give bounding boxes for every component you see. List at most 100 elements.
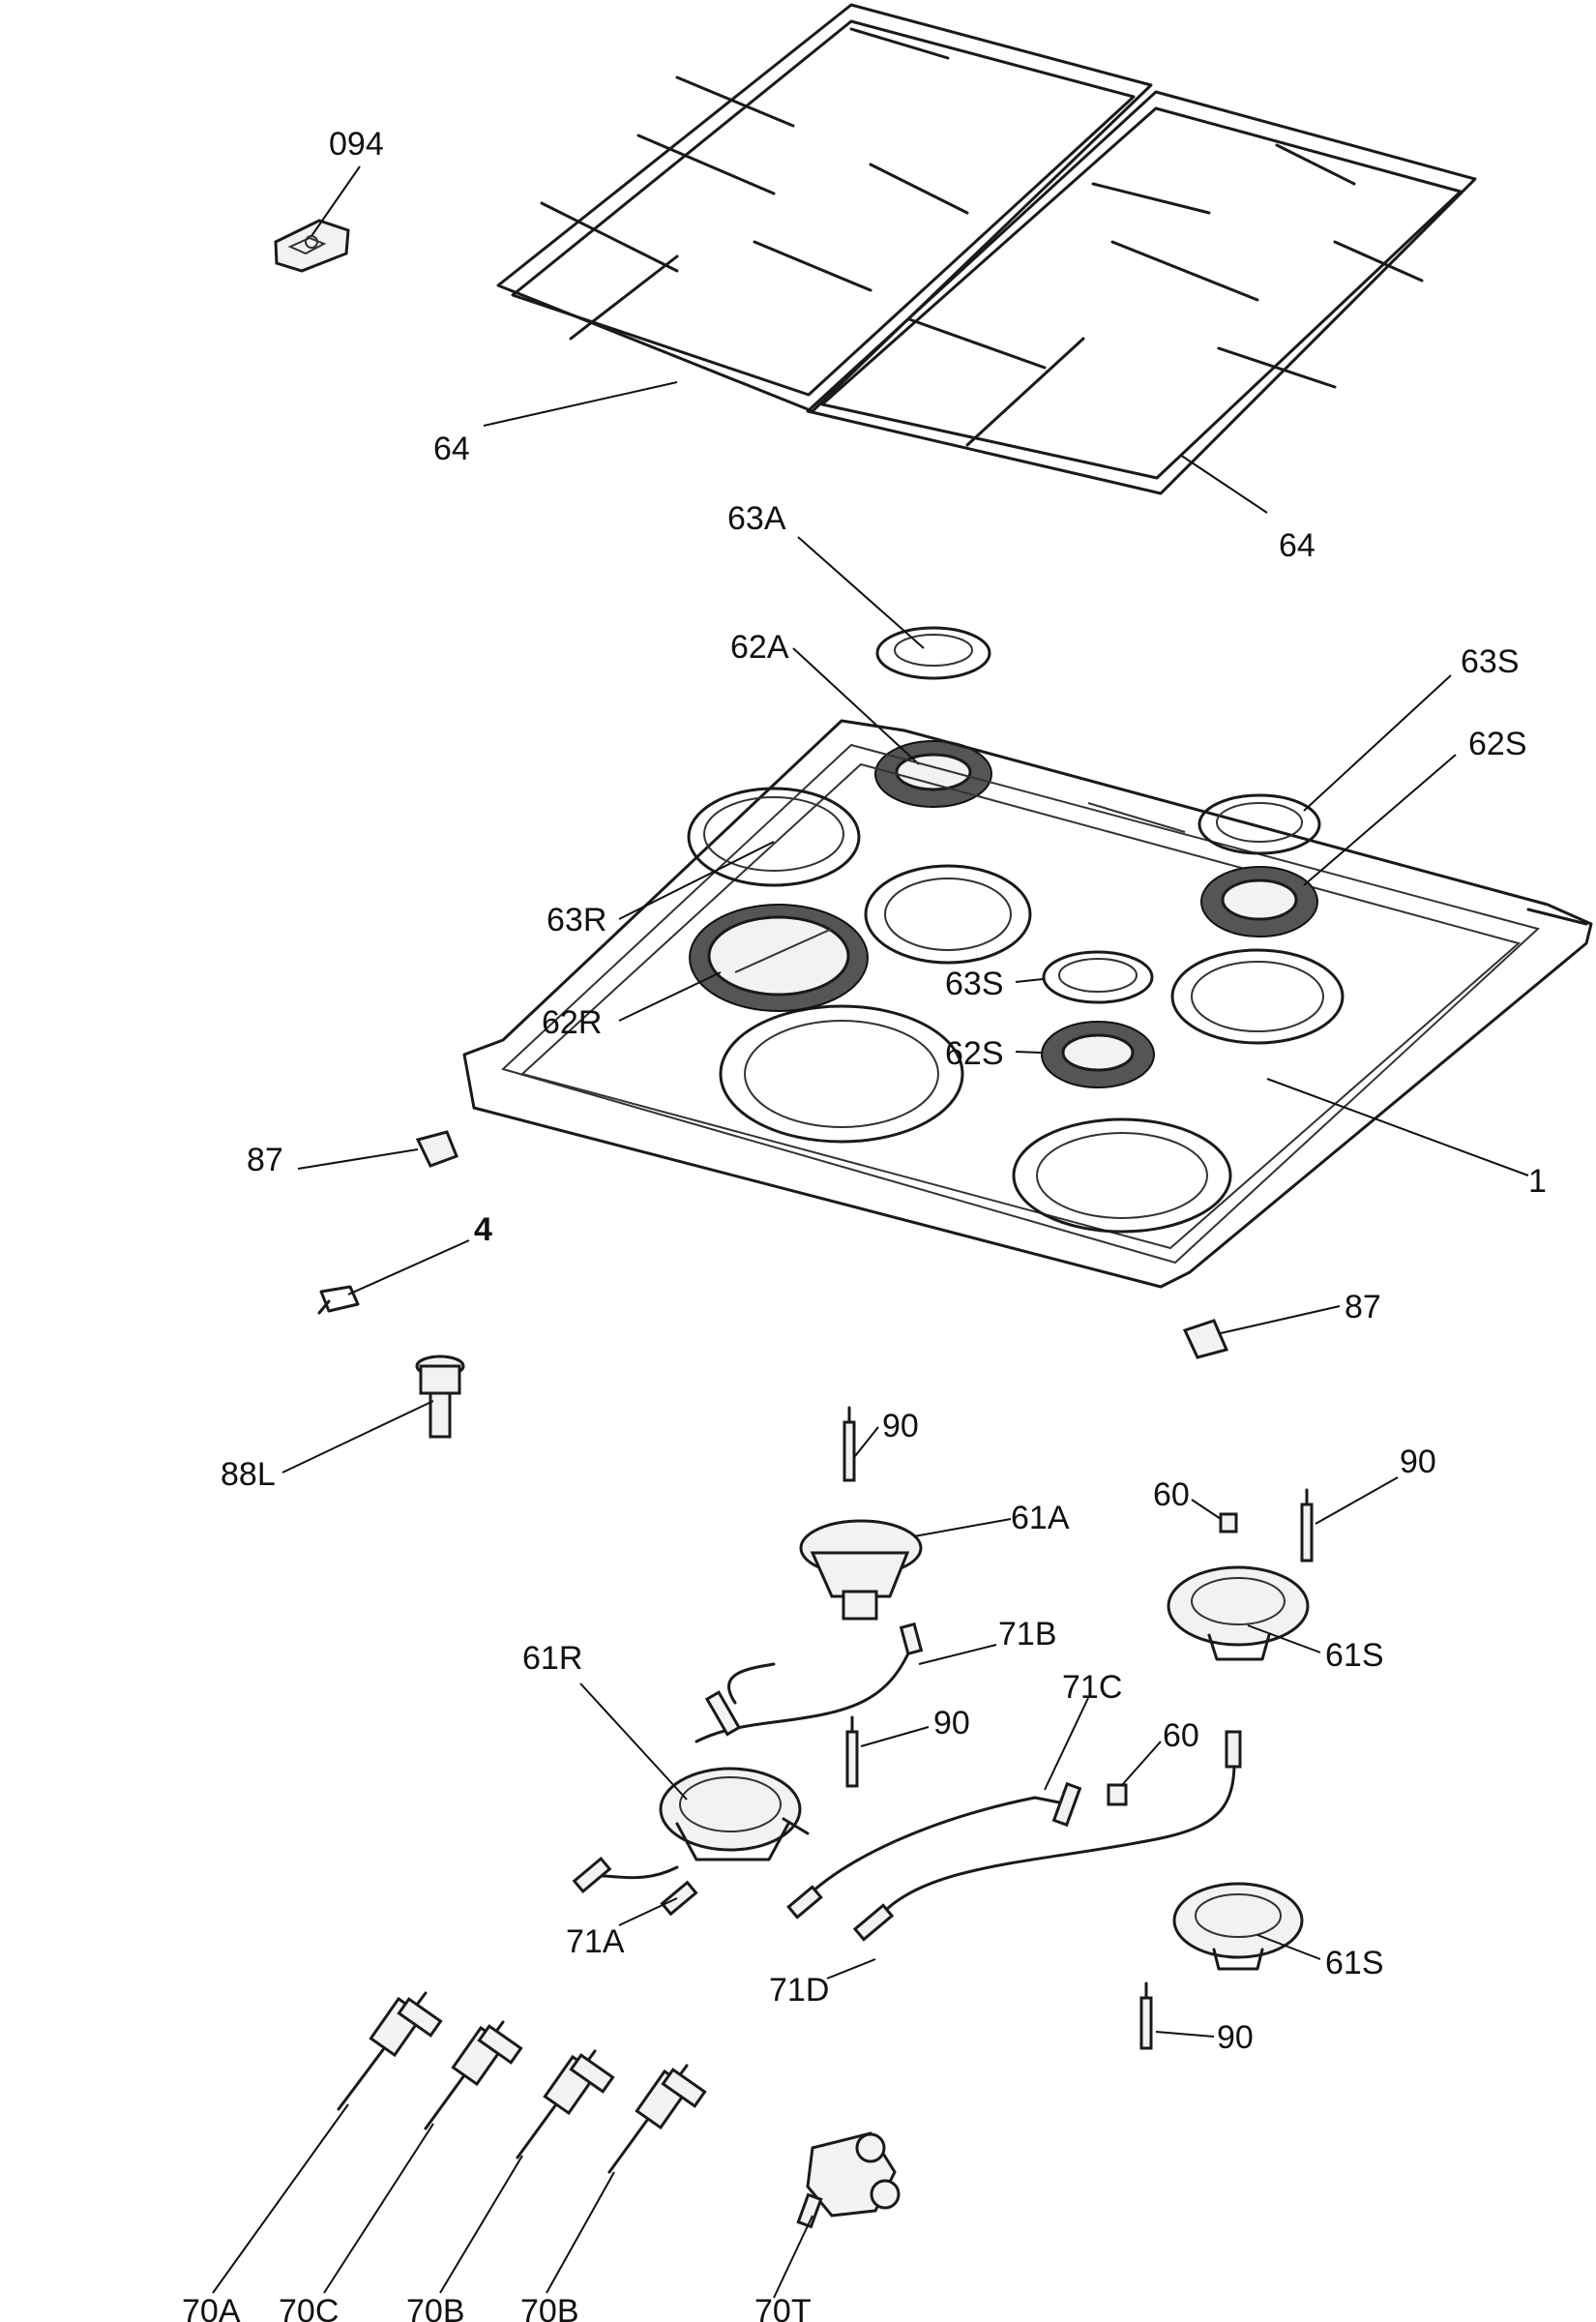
part-71C-gas-pipe[interactable] [786,1781,1082,1920]
part-87-bumper-right[interactable] [1182,1319,1229,1359]
leader-70B-b [546,2171,615,2294]
leader-71D [826,1958,876,1980]
leader-61S-bottom [1256,1934,1321,1960]
label-63A: 63A [727,500,786,537]
part-63A-burner-cap[interactable] [875,626,991,680]
label-63R: 63R [547,902,606,938]
leader-61A [913,1518,1012,1537]
label-87-left: 87 [247,1142,283,1178]
leader-90-d [1155,2031,1215,2038]
part-4-bracket[interactable] [317,1285,360,1315]
part-63S-mid-burner-cap[interactable] [1042,950,1154,1004]
label-62S-top: 62S [1468,726,1527,762]
part-88L-inlet-fitting[interactable] [415,1354,465,1439]
part-62R-burner-head[interactable] [689,904,869,1012]
part-62S-mid-burner-head[interactable] [1041,1021,1155,1088]
label-61S-bottom: 61S [1325,1945,1384,1981]
leader-64-left [483,381,678,427]
leader-70A [212,2103,349,2294]
part-71D-gas-pipe[interactable] [852,1730,1242,1942]
leader-90-a [854,1426,879,1457]
leader-71A [618,1897,678,1926]
label-90-c: 90 [933,1705,970,1742]
label-71C: 71C [1062,1669,1122,1706]
leader-88L [281,1400,434,1474]
part-70T-gas-valve[interactable] [796,2131,901,2229]
label-64-right: 64 [1279,527,1315,564]
part-70B-gas-tap-a[interactable] [516,2049,615,2159]
label-60-a: 60 [1153,1476,1190,1513]
part-1-hob-top[interactable] [462,719,1593,1289]
leader-61S-top [1247,1624,1321,1653]
part-64-pan-support-left[interactable] [496,3,1153,413]
label-61R: 61R [522,1640,582,1677]
label-88L: 88L [221,1456,276,1493]
label-71B: 71B [998,1616,1057,1652]
leader-1 [1266,1078,1529,1176]
part-63R-burner-cap[interactable] [687,787,861,887]
part-87-bumper-left[interactable] [415,1130,458,1168]
part-61S-burner-body-top[interactable] [1167,1565,1310,1661]
part-90-electrode-b[interactable] [1300,1488,1314,1563]
label-70B-a: 70B [406,2293,465,2322]
part-094-clip[interactable] [274,219,350,273]
part-61S-burner-body-bottom[interactable] [1172,1882,1304,1971]
leader-71B [918,1644,997,1665]
part-62S-top-burner-head[interactable] [1200,866,1318,938]
leader-62S-mid [1015,1051,1042,1054]
label-70B-b: 70B [520,2293,579,2322]
label-4: 4 [474,1211,492,1248]
leader-87-right [1220,1305,1341,1334]
label-90-b: 90 [1400,1444,1436,1480]
leader-63A [797,536,925,649]
part-90-electrode-d[interactable] [1139,1981,1153,2050]
leader-70B-a [439,2155,523,2294]
leader-63R [618,841,775,920]
leader-61R [579,1682,688,1801]
leader-60-b [1121,1741,1162,1786]
label-61A: 61A [1011,1500,1070,1536]
label-71A: 71A [566,1923,625,1960]
part-70C-gas-tap[interactable] [424,2020,523,2130]
part-60-nut-b[interactable] [1107,1783,1128,1806]
label-90-d: 90 [1217,2019,1254,2056]
part-61R-burner-body[interactable] [659,1767,810,1861]
part-90-electrode-c[interactable] [845,1715,859,1788]
label-70T: 70T [754,2293,812,2322]
label-64-left: 64 [433,431,470,467]
label-87-right: 87 [1345,1289,1381,1325]
part-62A-burner-head[interactable] [874,740,992,808]
leader-094 [310,165,361,237]
label-62R: 62R [542,1004,602,1041]
leader-90-b [1315,1476,1399,1525]
label-61S-top: 61S [1325,1637,1384,1674]
part-71A-gas-pipe[interactable] [572,1856,698,1917]
leader-90-c [860,1726,930,1747]
leader-63S-top [1303,674,1452,812]
part-60-nut-a[interactable] [1219,1512,1238,1533]
leader-4 [347,1239,470,1295]
part-61A-burner-body[interactable] [799,1519,923,1621]
leader-87-left [297,1148,419,1170]
label-1: 1 [1528,1163,1547,1200]
label-60-b: 60 [1163,1717,1199,1754]
leader-70C [323,2123,434,2294]
label-71D: 71D [769,1972,829,2009]
part-70B-gas-tap-b[interactable] [607,2064,707,2174]
label-70C: 70C [279,2293,339,2322]
leader-62S-top [1303,754,1457,886]
label-62S-mid: 62S [945,1035,1004,1072]
part-64-pan-support-right[interactable] [806,90,1477,495]
part-70A-gas-tap[interactable] [337,1991,443,2111]
label-63S-mid: 63S [945,966,1004,1002]
part-71B-gas-pipe[interactable] [695,1622,924,1743]
label-90-a: 90 [882,1408,919,1444]
label-63S-top: 63S [1461,643,1520,680]
part-63S-top-burner-cap[interactable] [1197,793,1321,855]
leader-62A [792,647,920,765]
label-70A: 70A [182,2293,241,2322]
label-094: 094 [329,126,384,163]
part-90-electrode-a[interactable] [842,1406,856,1482]
leader-62R [618,971,722,1022]
